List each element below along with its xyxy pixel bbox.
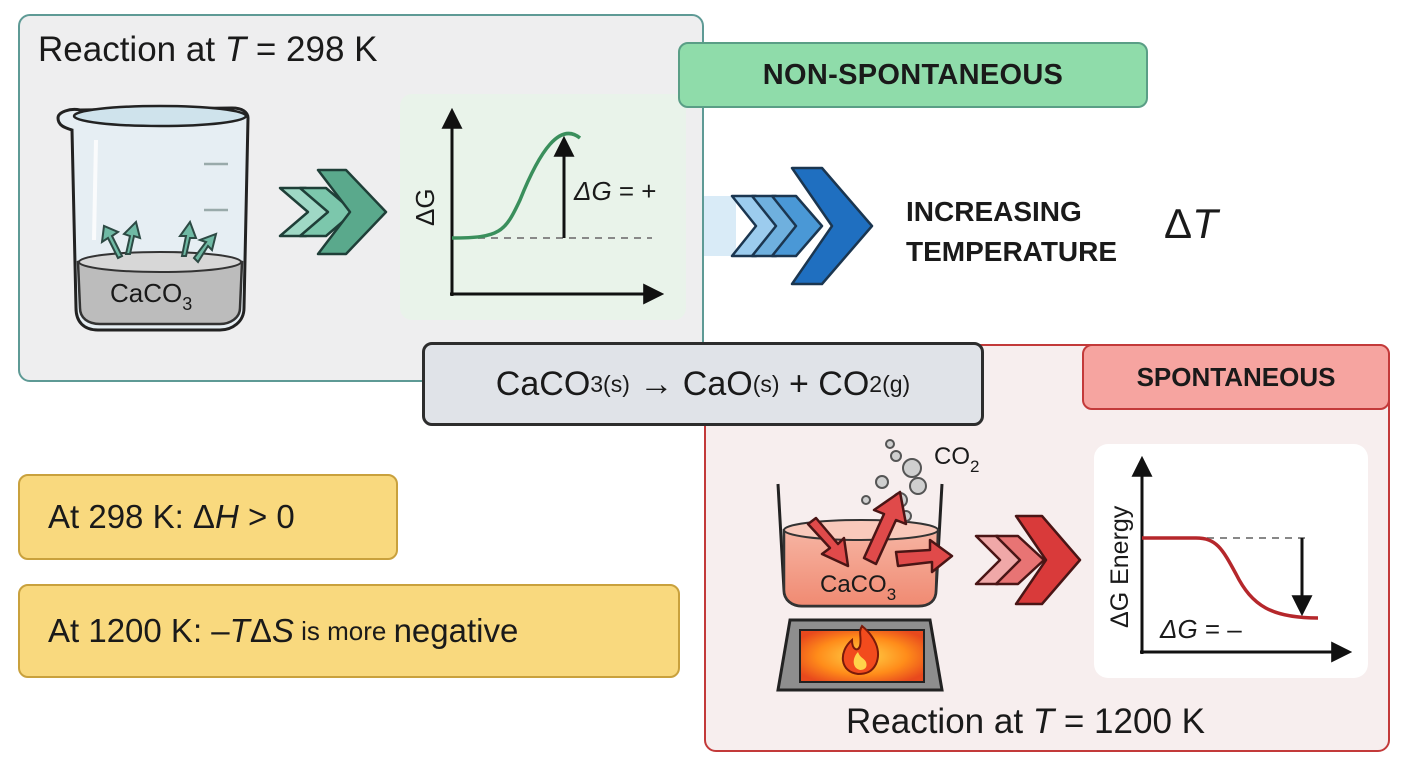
delta-t-symbol: ΔT: [1164, 200, 1218, 247]
increasing-temperature-label: INCREASING TEMPERATURE: [906, 192, 1117, 272]
panel-title-1200k: Reaction at T = 1200 K: [846, 702, 1205, 741]
graph-card-1200k: [1094, 444, 1368, 678]
temp-label-line2: TEMPERATURE: [906, 236, 1118, 267]
non-spontaneous-badge: NON-SPONTANEOUS: [678, 42, 1148, 108]
temp-label-line1: INCREASING: [906, 196, 1082, 227]
blue-chevron-arrow: [704, 166, 874, 286]
spontaneous-badge: SPONTANEOUS: [1082, 344, 1390, 410]
graph-card-298k: [400, 94, 686, 320]
panel-title-298k: Reaction at T = 298 K: [38, 30, 378, 69]
